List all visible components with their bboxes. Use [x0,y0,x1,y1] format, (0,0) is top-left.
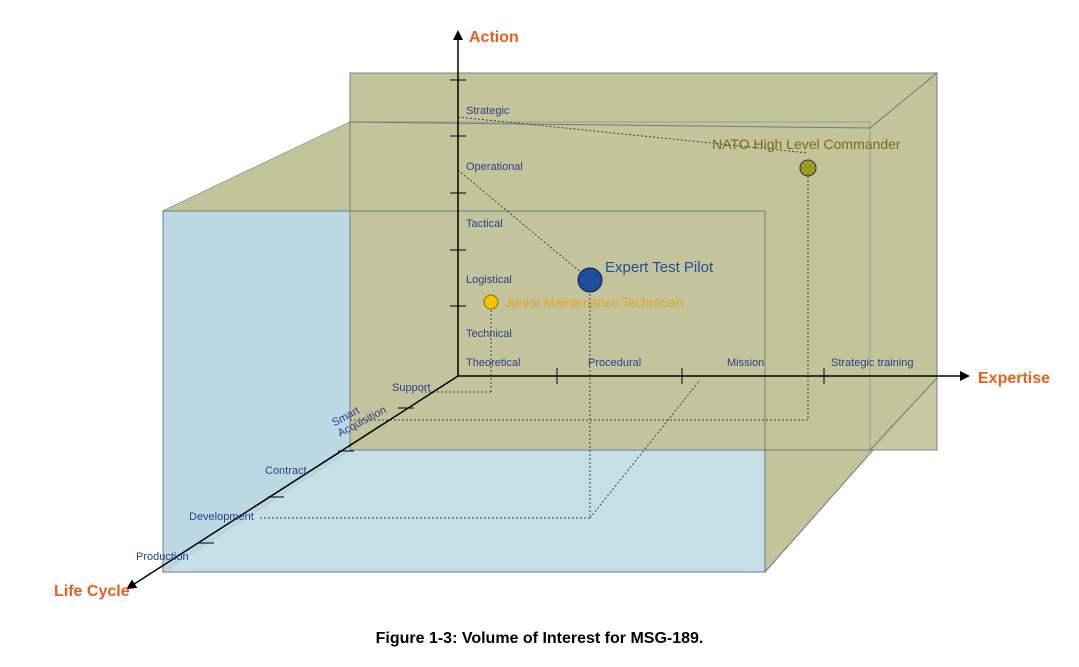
figure-caption: Figure 1-3: Volume of Interest for MSG-1… [375,630,704,647]
olive-volume-front [349,121,871,451]
persona-nato-commander-label: NATO High Level Commander [712,136,901,152]
action-level-technical: Technical [466,328,512,340]
lifecycle-axis [126,375,459,590]
olive-edge-top [349,121,871,129]
action-level-strategic: Strategic [466,105,510,117]
expertise-level-theoretical: Theoretical [466,357,520,369]
action-level-tactical: Tactical [466,218,503,230]
persona-test-pilot-marker [577,267,603,293]
persona-test-pilot-label: Expert Test Pilot [605,259,714,276]
action-axis-title: Action [469,29,519,46]
expertise-axis-title: Expertise [978,370,1050,387]
action-ticks [450,79,466,307]
persona-junior-technician-label: Junior Maintenance Technician [505,295,683,310]
lifecycle-level-production: Production [136,551,189,563]
expertise-ticks [556,368,825,384]
action-level-logistical: Logistical [466,274,512,286]
action-level-operational: Operational [466,161,523,173]
lifecycle-level-development: Development [189,511,254,523]
expertise-level-mission: Mission [727,357,764,369]
expertise-level-procedural: Procedural [588,357,641,369]
olive-edge-diag [869,72,938,129]
projection-lines [260,116,809,519]
lifecycle-level-support: Support [392,382,431,394]
persona-junior-technician-marker [483,294,499,310]
lifecycle-ticks [198,407,414,544]
lifecycle-level-contract: Contract [265,465,307,477]
expertise-level-strategic-training: Strategic training [831,357,914,369]
lifecycle-axis-title: Life Cycle [54,583,130,600]
olive-edge-bottom-diag [869,377,938,451]
persona-nato-commander-marker [799,159,817,177]
